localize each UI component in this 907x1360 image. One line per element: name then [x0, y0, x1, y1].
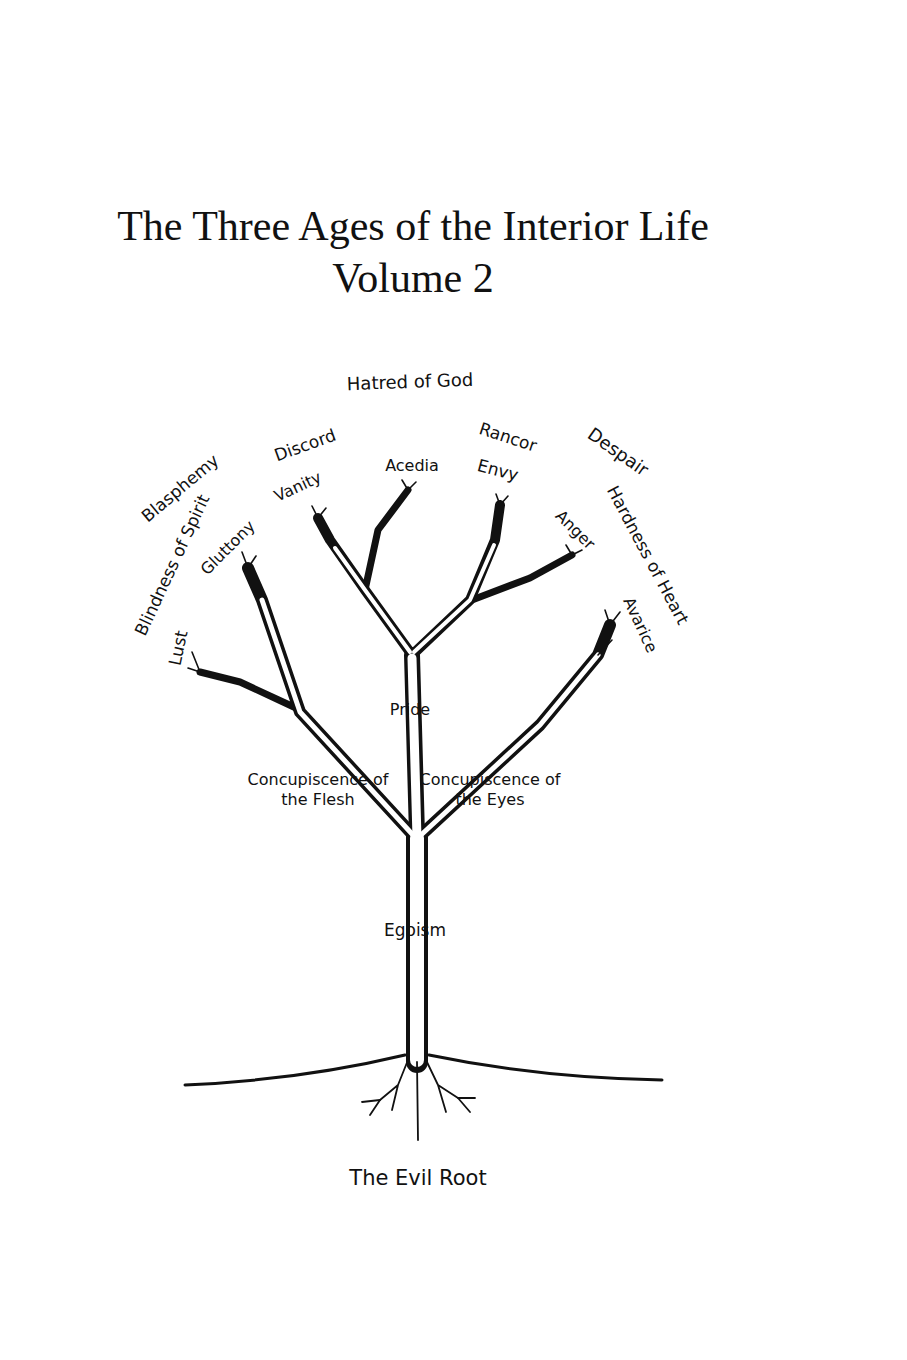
- vice-label: Concupiscence of the Eyes: [416, 770, 564, 810]
- vice-label: Vanity: [271, 467, 325, 506]
- vice-label: Discord: [272, 425, 339, 466]
- vice-label: Despair: [584, 424, 652, 480]
- vice-label: Acedia: [385, 456, 439, 476]
- book-title: The Three Ages of the Interior Life Volu…: [83, 200, 743, 304]
- vice-label: Anger: [551, 506, 599, 554]
- vice-label: Hardness of Heart: [603, 482, 693, 627]
- vice-label: Lust: [165, 629, 192, 668]
- vice-label: Rancor: [477, 418, 540, 455]
- vice-label: Hatred of God: [347, 370, 474, 394]
- vice-label: Concupiscence of the Flesh: [244, 770, 392, 810]
- vice-label: Blasphemy: [137, 450, 222, 526]
- vice-label: The Evil Root: [349, 1168, 486, 1188]
- vice-label: Pride: [390, 700, 430, 720]
- vice-label: Avarice: [618, 594, 661, 656]
- vice-label: Envy: [475, 455, 520, 485]
- vice-label: Egoism: [384, 920, 446, 940]
